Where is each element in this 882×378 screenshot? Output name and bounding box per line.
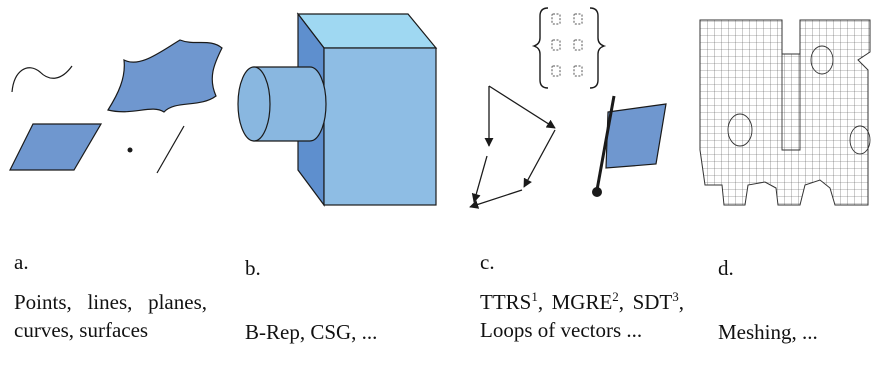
panel-a-primitives xyxy=(9,39,223,174)
panel-d-mesh xyxy=(699,19,871,206)
datum-plane xyxy=(605,103,667,169)
panel-b-letter: b. xyxy=(245,256,261,280)
panel-a-letter: a. xyxy=(14,250,29,274)
panel-b-solid xyxy=(237,12,438,207)
figures-svg xyxy=(9,7,871,209)
datum-point xyxy=(592,187,602,197)
mesh-fill xyxy=(700,20,870,205)
cylinder-cap xyxy=(237,66,271,142)
datum-axis xyxy=(595,95,616,191)
panel-d-caption: Meshing, ... xyxy=(718,320,818,344)
panel-c-caption: TTRS1, MGRE2, SDT3, Loops of vectors ... xyxy=(480,289,684,342)
line-shape xyxy=(156,125,185,174)
panel-d-letter: d. xyxy=(718,256,734,280)
panel-a-caption: Points, lines, planes, curves, surfaces xyxy=(14,290,207,342)
surface-shape xyxy=(107,39,223,113)
panel-c-letter: c. xyxy=(480,250,495,274)
mesh-outline xyxy=(699,19,871,206)
plane-shape xyxy=(9,123,103,171)
curve-shape xyxy=(11,65,73,93)
panel-b-caption: B-Rep, CSG, ... xyxy=(245,320,378,344)
box-front-face xyxy=(323,47,437,206)
panel-c-tolerancing xyxy=(469,7,667,209)
point-shape xyxy=(127,147,133,153)
cylinder-body xyxy=(253,66,327,142)
matrix-cells xyxy=(551,13,583,77)
vector-loop xyxy=(469,85,556,209)
matrix-bracket xyxy=(531,7,607,89)
